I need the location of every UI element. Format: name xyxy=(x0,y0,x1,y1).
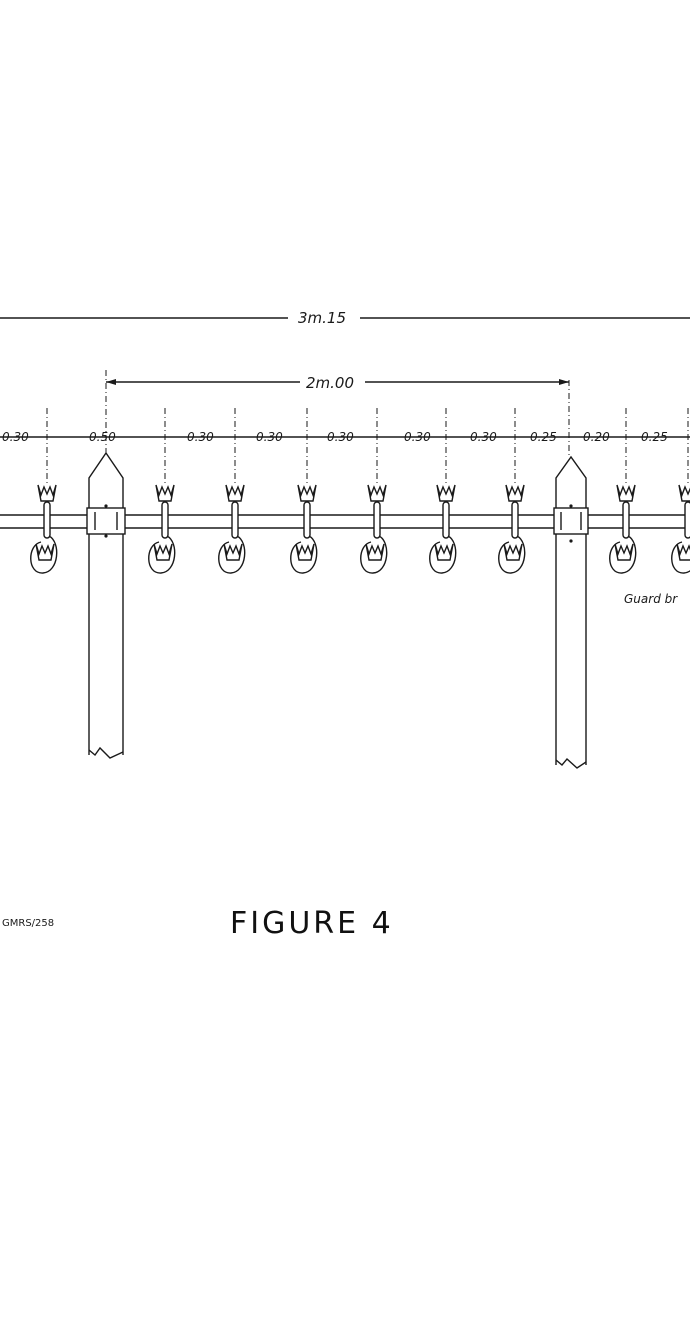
spacing-label-9: 0.20 xyxy=(583,430,610,444)
figure-title: FIGURE 4 xyxy=(230,906,394,941)
reference-code: GMRS/258 xyxy=(2,918,54,929)
spacing-label-10: 0.25 xyxy=(641,430,668,444)
insulator-hooks xyxy=(30,408,690,574)
insulator-hook xyxy=(148,408,176,574)
insulator-hook xyxy=(290,408,318,574)
insulator-hook xyxy=(429,408,457,574)
insulator-hook xyxy=(671,408,690,574)
guard-note: Guard br xyxy=(624,592,678,606)
spacing-label-5: 0.30 xyxy=(327,430,354,444)
spacing-label-6: 0.30 xyxy=(404,430,431,444)
spacing-label-1: 0.30 xyxy=(2,430,29,444)
insulator-hook xyxy=(30,408,58,574)
spacing-label-4: 0.30 xyxy=(256,430,283,444)
post-left xyxy=(86,451,126,759)
spacing-dimension-chain: 0.30 0.50 0.30 0.30 0.30 0.30 0.30 0.25 … xyxy=(0,430,690,444)
post-right xyxy=(553,455,589,769)
insulator-hook xyxy=(360,408,388,574)
spacing-label-3: 0.30 xyxy=(187,430,214,444)
overall-dimension-label: 3m.15 xyxy=(298,309,346,327)
insulator-hook xyxy=(218,408,246,574)
insulator-hook xyxy=(609,408,637,574)
overall-dimension: 3m.15 xyxy=(0,309,690,327)
post-spacing-label: 2m.00 xyxy=(306,374,354,392)
spacing-label-2: 0.50 xyxy=(89,430,116,444)
post-spacing-dimension: 2m.00 xyxy=(105,370,570,455)
spacing-label-8: 0.25 xyxy=(530,430,557,444)
spacing-label-7: 0.30 xyxy=(470,430,497,444)
insulator-hook xyxy=(498,408,526,574)
